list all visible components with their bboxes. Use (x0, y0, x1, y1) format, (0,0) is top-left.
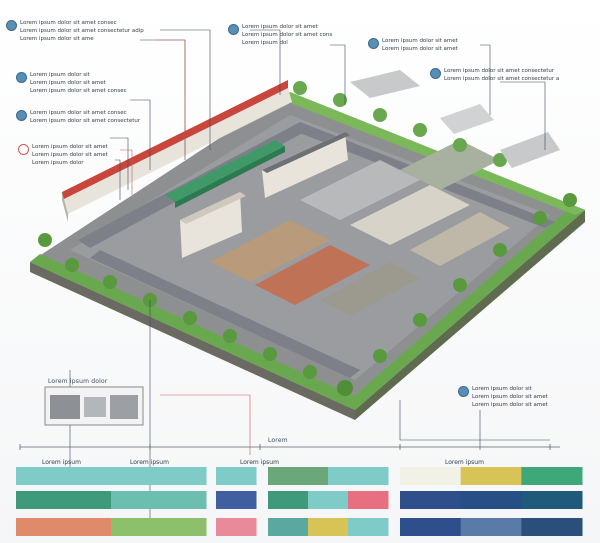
callout-lower-right: Lorem ipsum dolor sit Lorem ipsum dolor … (458, 386, 548, 408)
camera-icon (6, 20, 17, 31)
callout-line: Lorem ipsum dolor sit amet (472, 402, 548, 408)
inset-caption: Lorem ipsum dolor (48, 378, 108, 385)
legend-bar-segment (216, 467, 257, 485)
legend-bar-segment (400, 518, 462, 536)
legend-bar-segment (268, 518, 309, 536)
callout-line: Lorem ipsum dolor sit amet (382, 46, 458, 52)
callout-line: Lorem ipsum dol (242, 40, 288, 46)
legend-bar-segment (16, 491, 112, 509)
info-icon (458, 386, 469, 397)
callout-left-3: Lorem ipsum dolor sit amet consec Lorem … (16, 110, 140, 124)
callout-left-2: Lorem ipsum dolor sit Lorem ipsum dolor … (16, 72, 127, 94)
legend-bar-segment (460, 491, 522, 509)
callout-line: Lorem ipsum dolor sit amet consectetur a… (20, 28, 144, 34)
info-icon (228, 24, 239, 35)
callout-top-right: Lorem ipsum dolor sit amet Lorem ipsum d… (368, 38, 458, 52)
legend-bar-segment (111, 467, 207, 485)
callout-line: Lorem ipsum dolor sit amet consectetur (30, 118, 141, 124)
office-block (180, 132, 350, 258)
callout-line: Lorem ipsum dolor sit amet (30, 80, 106, 86)
callout-line: Lorem ipsum dolor sit amet (472, 394, 548, 400)
callout-line: Lorem ipsum dolor sit amet (382, 38, 458, 44)
shed-row-green (165, 140, 285, 208)
callout-line: Lorem ipsum dolor sit amet consec (30, 110, 127, 116)
callout-line: Lorem ipsum dolor sit amet consectetur a (444, 76, 560, 82)
callout-line: Lorem ipsum dolor sit amet consec (20, 20, 117, 26)
legend-bar-segment (328, 467, 389, 485)
callout-line: Lorem ipsum dolor sit amet consectetur (444, 68, 555, 74)
callout-line: Lorem ipsum dolor sit (472, 386, 532, 392)
info-icon (16, 72, 27, 83)
legend-bar-segment (308, 491, 349, 509)
legend-bar-segment (521, 467, 583, 485)
timeline-axis (19, 444, 560, 450)
legend-group-label: Lorem ipsum (445, 459, 484, 466)
callout-line: Lorem ipsum dolor sit amet (32, 144, 108, 150)
callout-line: Lorem ipsum dolor sit amet (242, 24, 318, 30)
inset-thumbnail (44, 386, 144, 426)
legend-bar-segment (521, 518, 583, 536)
callout-left-4: Lorem ipsum dolor sit amet Lorem ipsum d… (18, 144, 108, 166)
market-stalls (210, 140, 510, 316)
legend-group-label: Lorem ipsum (42, 459, 81, 466)
legend-group-label: Lorem ipsum (130, 459, 169, 466)
legend-bar-segment (521, 491, 583, 509)
callout-line: Lorem ipsum dolor sit amet consec (30, 88, 127, 94)
callout-right: Lorem ipsum dolor sit amet consectetur L… (430, 68, 559, 82)
legend-bars (16, 467, 583, 536)
callout-line: Lorem ipsum dolor sit amet cons (242, 32, 333, 38)
callout-line: Lorem ipsum dolor (32, 160, 84, 166)
info-icon (430, 68, 441, 79)
callout-line: Lorem ipsum dolor sit (30, 72, 90, 78)
info-icon (18, 144, 29, 155)
legend-bar-segment (268, 467, 329, 485)
legend-bar-segment (400, 467, 462, 485)
legend-bar-segment (400, 491, 462, 509)
legend-bar-segment (460, 518, 522, 536)
legend-bar-segment (348, 491, 389, 509)
legend-group-label: Lorem ipsum (240, 459, 279, 466)
timeline-label: Lorem (268, 437, 288, 444)
warehouse-row-red (62, 80, 292, 222)
legend-bar-segment (111, 518, 207, 536)
legend-bar-segment (216, 491, 257, 509)
legend-bar-segment (111, 491, 207, 509)
callout-line: Lorem ipsum dolor sit ame (20, 36, 94, 42)
legend-bar-segment (216, 518, 257, 536)
tree-line (38, 81, 577, 396)
info-icon (368, 38, 379, 49)
legend-bar-segment (308, 518, 349, 536)
legend-bar-segment (268, 491, 309, 509)
callout-camera: Lorem ipsum dolor sit amet consec Lorem … (6, 20, 144, 42)
legend-bar-segment (460, 467, 522, 485)
legend-bar-segment (16, 518, 112, 536)
callout-top-center: Lorem ipsum dolor sit amet Lorem ipsum d… (228, 24, 332, 46)
info-icon (16, 110, 27, 121)
legend-bar-segment (16, 467, 112, 485)
callout-line: Lorem ipsum dolor sit amet (32, 152, 108, 158)
leader-lines-red (120, 39, 251, 455)
legend-bar-segment (348, 518, 389, 536)
